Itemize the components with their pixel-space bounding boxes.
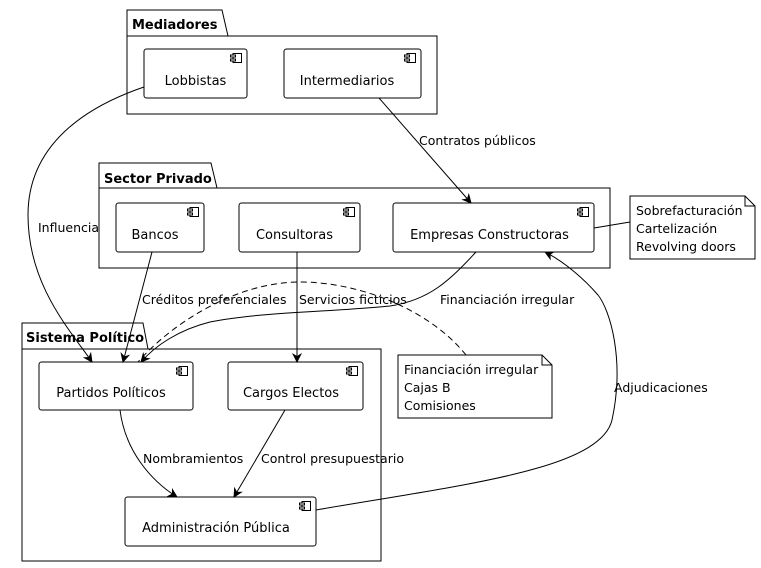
component-cargos-electos[interactable]: Cargos Electos [227,361,364,411]
package-title-mediadores: Mediadores [132,18,218,33]
edge-nombramientos [119,409,178,498]
edge-label-financiacion-irregular: Financiación irregular [440,292,575,307]
edge-label-control-presupuestario: Control presupuestario [261,451,404,466]
edge-label-nombramientos: Nombramientos [143,451,243,466]
component-label: Consultoras [256,228,333,243]
edge-financiacion-irregular [140,251,477,363]
component-label: Cargos Electos [243,386,339,401]
edge-label-influencia: Influencia [38,220,99,235]
edge-control-presupuestario [233,409,286,498]
component-intermediarios[interactable]: Intermediarios [283,48,422,99]
component-label: Partidos Políticos [56,386,166,401]
component-bancos[interactable]: Bancos [115,202,205,253]
edge-label-creditos-preferenciales: Créditos preferenciales [142,292,286,307]
component-label: Lobbistas [165,74,227,89]
edge-label-contratos-publicos: Contratos públicos [419,133,536,148]
component-consultoras[interactable]: Consultoras [238,202,361,253]
edge-creditos-preferenciales [120,251,153,363]
component-partidos-politicos[interactable]: Partidos Políticos [38,361,194,411]
edge-adjudicaciones [315,251,618,511]
edge-influencia [27,86,145,363]
note-line: Cartelización [636,221,717,236]
component-label: Administración Pública [142,521,290,536]
edge-contratos-publicos [378,97,472,204]
note-constructoras: Sobrefacturación Cartelización Revolving… [593,195,756,260]
edge-label-adjudicaciones: Adjudicaciones [614,380,708,395]
note-line: Cajas B [404,380,451,395]
component-label: Bancos [132,228,179,243]
note-partidos: Financiación irregular Cajas B Comisione… [397,354,553,419]
note-line: Sobrefacturación [636,203,743,218]
note-line: Revolving doors [636,239,736,254]
package-title-sector-privado: Sector Privado [104,172,212,187]
note-line: Financiación irregular [404,362,539,377]
component-empresas-constructoras[interactable]: Empresas Constructoras [392,202,595,253]
component-label: Empresas Constructoras [410,228,569,243]
package-title-sistema-politico: Sistema Político [26,331,144,346]
component-label: Intermediarios [300,74,395,89]
note-line: Comisiones [404,398,476,413]
note-connector-partidos [137,281,467,363]
edge-label-servicios-ficticios: Servicios ficticios [299,292,407,307]
component-administracion-publica[interactable]: Administración Pública [124,496,317,547]
component-lobbistas[interactable]: Lobbistas [143,48,248,99]
